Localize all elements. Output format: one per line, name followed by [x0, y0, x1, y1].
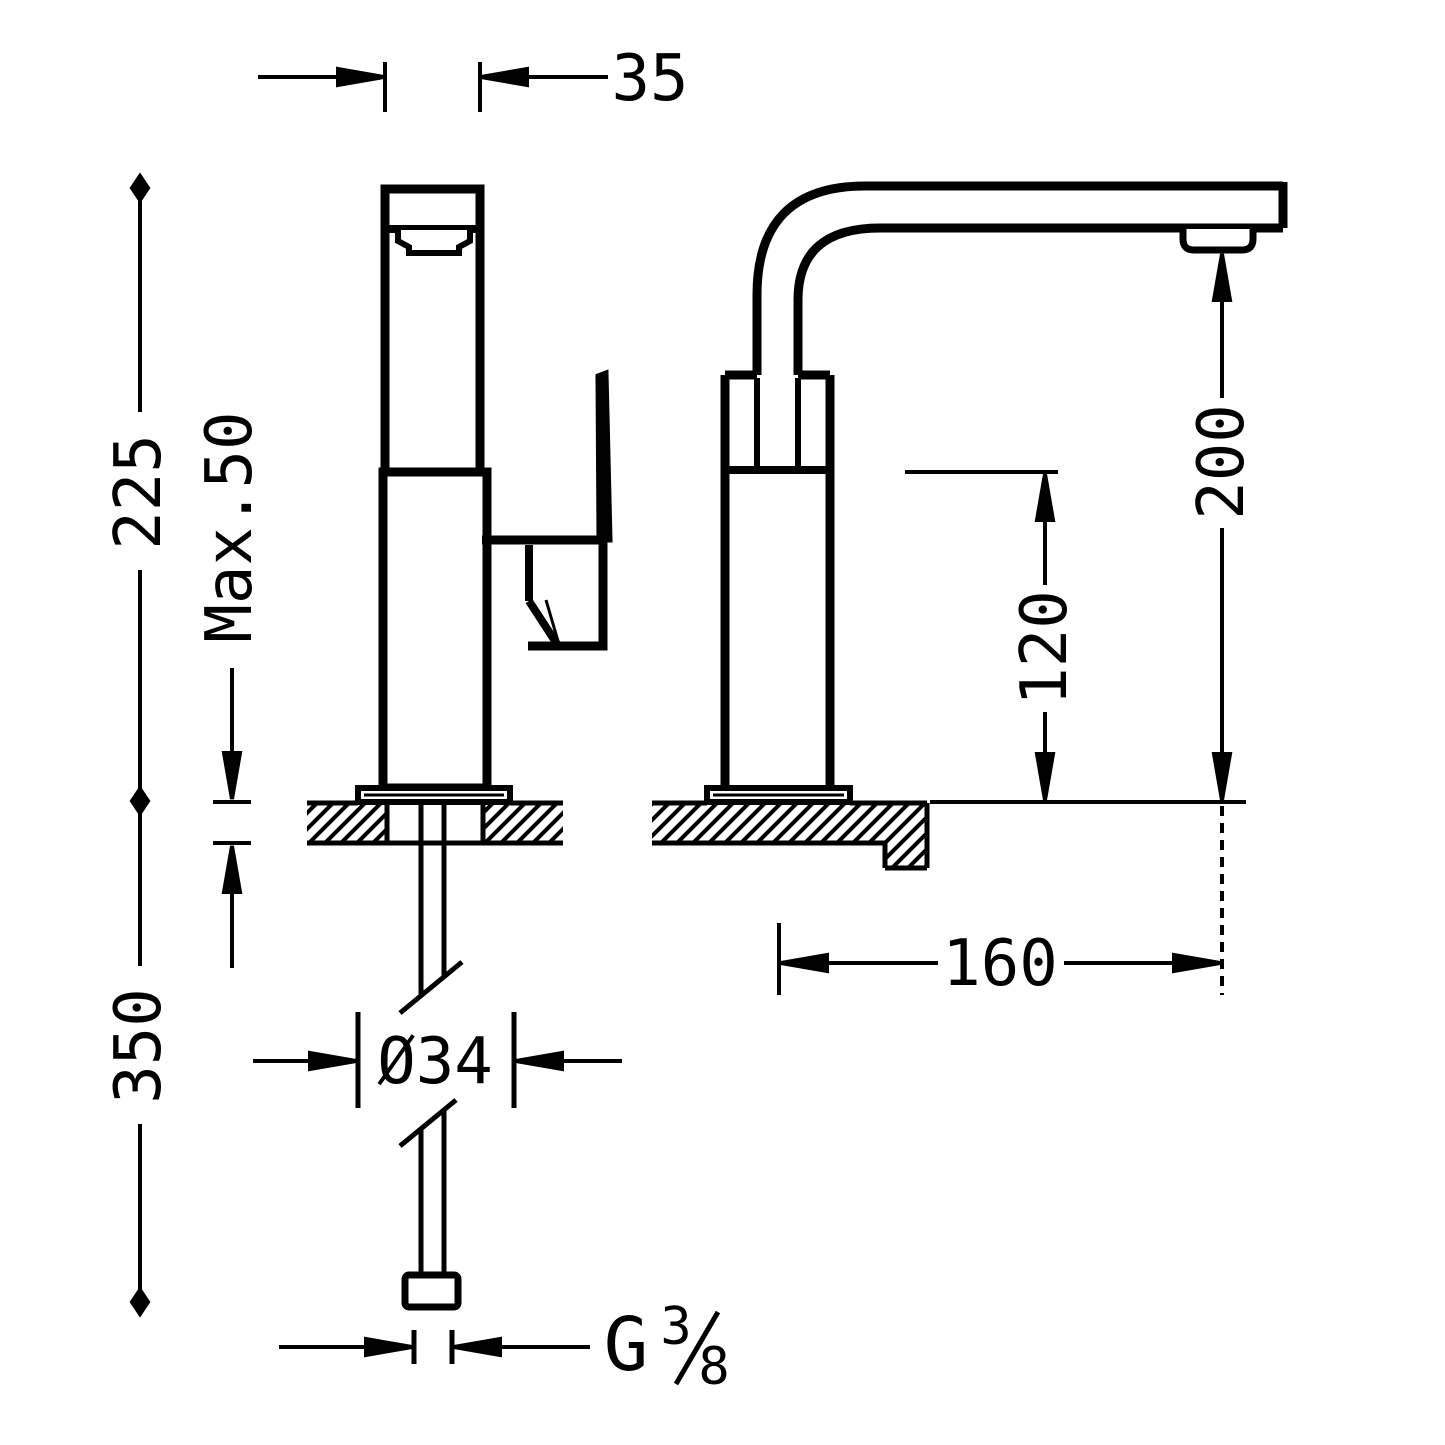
- arrowhead-left: [453, 1336, 502, 1358]
- arrowhead-right: [308, 1050, 357, 1072]
- arrowhead-down: [1034, 752, 1056, 801]
- dim-base-diameter-label: Ø34: [377, 1025, 493, 1099]
- dim-supply-length: 350: [102, 802, 176, 1318]
- hose-end-fitting: [401, 1271, 462, 1311]
- spout-inner-curve: [793, 223, 1283, 375]
- spout-outer-curve: [752, 181, 1283, 375]
- arrowhead-up: [1211, 253, 1233, 302]
- dim-inlet-height: 120: [1008, 473, 1082, 801]
- dim-spout-width: 35: [258, 42, 689, 116]
- dim-base-diameter: Ø34: [253, 1012, 622, 1108]
- arrowhead-left: [780, 952, 829, 974]
- arrowhead-down: [221, 751, 243, 800]
- dim-spout-reach: 160: [780, 927, 1221, 1001]
- arrowhead-right: [1172, 952, 1221, 974]
- arrowhead-up: [221, 845, 243, 894]
- arrowhead-left: [480, 66, 529, 88]
- handle-pivot-diagonal-thin: [544, 599, 560, 642]
- diamond-endpoint: [129, 1286, 151, 1318]
- front-deck-hatch-left: [307, 803, 387, 843]
- dim-height-above-deck: 225: [102, 172, 176, 817]
- side-deck-hatch: [652, 803, 927, 868]
- arrowhead-up: [1034, 473, 1056, 522]
- dim-thread-size: G 3 8: [279, 1297, 730, 1397]
- dim-inlet-height-label: 120: [1008, 590, 1082, 706]
- arrowhead-down: [1211, 752, 1233, 801]
- side-body: [720, 370, 835, 788]
- handle-lever-blade: [595, 369, 613, 543]
- front-deck-outline: [307, 800, 563, 846]
- dim-supply-length-label: 350: [102, 988, 176, 1104]
- dim-height-label: 225: [102, 434, 176, 550]
- front-lower-body: [378, 467, 492, 793]
- dim-thread-denominator: 8: [698, 1337, 729, 1397]
- front-deck-hatch-right: [483, 803, 563, 843]
- arrowhead-right: [336, 66, 385, 88]
- arrowhead-right: [364, 1336, 413, 1358]
- reference-lines: [777, 470, 1246, 995]
- handle-pivot-diagonal: [525, 598, 561, 647]
- dim-spout-reach-label: 160: [942, 927, 1058, 1001]
- side-deck-outline: [652, 800, 930, 871]
- diamond-endpoint: [129, 172, 151, 204]
- arrowhead-left: [515, 1050, 564, 1072]
- handle-base: [482, 535, 608, 651]
- dim-thread-prefix: G: [604, 1302, 649, 1388]
- dim-spout-width-label: 35: [611, 42, 688, 116]
- side-aerator: [1179, 229, 1257, 254]
- supply-pipe: [398, 802, 464, 1275]
- dim-outlet-height: 200: [1185, 253, 1259, 801]
- fraction-slash: [673, 1310, 721, 1386]
- dim-max-thickness-label: Max.50: [193, 411, 267, 642]
- front-aerator: [395, 230, 473, 256]
- pipe-break-line-lower: [398, 1098, 458, 1148]
- dim-max-deck-thickness: Max.50: [193, 411, 267, 968]
- dim-thread-numerator: 3: [660, 1297, 691, 1357]
- side-view: [652, 181, 1288, 871]
- dim-outlet-height-label: 200: [1185, 404, 1259, 520]
- side-riser-pipe: [754, 378, 801, 467]
- front-view: [307, 184, 613, 1311]
- pipe-break-line-upper: [398, 960, 464, 1015]
